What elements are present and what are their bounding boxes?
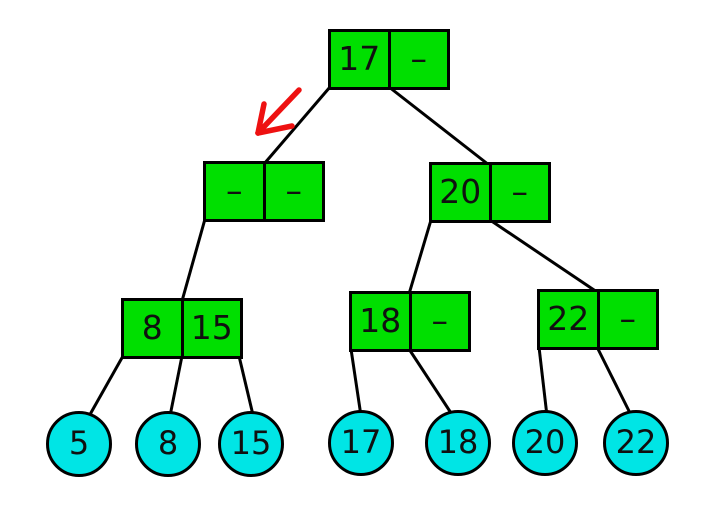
- leaf-value: 15: [230, 424, 272, 462]
- tree-edge: [180, 218, 207, 302]
- leaf-node-20: 20: [512, 410, 578, 476]
- tree-node-left-child: – –: [203, 161, 325, 222]
- tree-node-8-15: 8 15: [121, 298, 243, 359]
- leaf-node-17: 17: [328, 410, 394, 476]
- node-key: –: [511, 172, 529, 211]
- leaf-value: 18: [437, 423, 479, 461]
- tree-node-22: 22 –: [537, 289, 659, 350]
- tree-edge: [489, 218, 598, 294]
- leaf-value: 8: [157, 424, 179, 462]
- tree-edge: [168, 355, 184, 417]
- tree-node-18: 18 –: [349, 291, 471, 352]
- node-key: 17: [331, 32, 391, 87]
- tree-edge: [537, 346, 549, 417]
- leaf-node-8: 8: [135, 411, 201, 477]
- node-key: 20: [432, 165, 492, 220]
- leaf-node-22: 22: [603, 410, 669, 476]
- leaf-node-15: 15: [218, 411, 284, 477]
- node-key: –: [410, 39, 428, 78]
- tree-edge: [407, 348, 455, 417]
- leaf-node-18: 18: [425, 410, 491, 476]
- node-key: 8: [124, 301, 184, 356]
- node-key: –: [619, 299, 637, 338]
- tree-edge: [388, 85, 490, 167]
- tree-edge: [595, 346, 633, 416]
- leaf-value: 17: [340, 423, 382, 461]
- tree-edge: [237, 355, 255, 416]
- node-key: –: [431, 301, 449, 340]
- tree-node-root: 17 –: [328, 29, 450, 90]
- leaf-value: 5: [68, 424, 90, 462]
- leaf-value: 22: [615, 423, 657, 461]
- node-key: –: [285, 171, 303, 210]
- node-key: 18: [352, 294, 412, 349]
- tree-edge: [262, 86, 332, 165]
- leaf-node-5: 5: [46, 411, 112, 477]
- node-key: –: [206, 164, 266, 219]
- red-arrow-icon: [255, 87, 302, 136]
- leaf-value: 20: [524, 423, 566, 461]
- tree-node-right-child: 20 –: [429, 162, 551, 223]
- tree-edge: [407, 219, 433, 295]
- tree-edge: [86, 355, 125, 419]
- tree-edge: [349, 348, 363, 417]
- node-key: 15: [190, 308, 233, 347]
- node-key: 22: [540, 292, 600, 347]
